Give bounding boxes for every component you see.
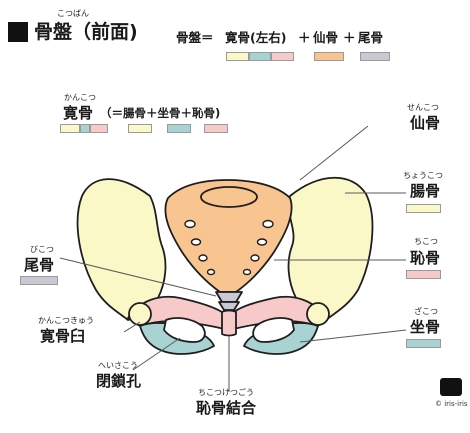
hip-bone-ruby: かんこつ <box>64 93 96 102</box>
formula-plus-2: ＋ <box>343 30 356 45</box>
detail-swatch-pubis <box>204 124 228 133</box>
right-obturator-foramen <box>252 317 295 343</box>
pubis-label: 恥骨 <box>410 249 441 267</box>
right-acetabulum <box>306 302 330 326</box>
ischium-label: 坐骨 <box>410 318 441 336</box>
obturator-label: 閉鎖孔 <box>96 372 142 390</box>
pubic-symphysis <box>221 309 237 337</box>
hip-swatch-ischium <box>80 124 90 133</box>
hip-bone-label: 寛骨 <box>63 104 94 122</box>
swatch-pubis <box>271 52 294 61</box>
hip-bone-detail: （＝腸骨＋坐骨＋恥骨) <box>100 106 221 120</box>
sacrum-ruby: せんこつ <box>407 103 439 112</box>
symphysis-ruby: ちこつけつごう <box>198 388 254 397</box>
acetabulum-ruby: かんこつきゅう <box>38 316 94 325</box>
coccyx <box>215 291 243 303</box>
detail-swatch-ischium <box>167 124 191 133</box>
symphysis-label: 恥骨結合 <box>196 399 257 417</box>
ischium-swatch <box>406 339 441 348</box>
ilium-swatch <box>406 204 441 213</box>
coccyx-label: 尾骨 <box>24 256 55 274</box>
title-ruby: こつばん <box>57 9 89 18</box>
hip-swatch-pubis <box>90 124 108 133</box>
swatch-ischium <box>249 52 271 61</box>
obturator-ruby: へいさこう <box>98 361 138 370</box>
formula-lhs: 骨盤 <box>176 30 202 45</box>
formula-coccyx: 尾骨 <box>358 30 384 45</box>
formula-plus-1: ＋ <box>298 30 311 45</box>
pubis-ruby: ちこつ <box>414 237 438 246</box>
ilium-label: 腸骨 <box>410 182 441 200</box>
left-ilium <box>76 178 167 321</box>
sacrum-label: 仙骨 <box>410 114 441 132</box>
ischium-ruby: ざこつ <box>414 307 438 316</box>
pubis-swatch <box>406 270 441 279</box>
acetabulum-label: 寛骨臼 <box>40 327 86 345</box>
sacrum <box>164 179 293 293</box>
formula-sacrum: 仙骨 <box>313 30 339 45</box>
detail-swatch-ilium <box>128 124 152 133</box>
hip-swatch-ilium <box>60 124 80 133</box>
swatch-coccyx <box>360 52 390 61</box>
credit-text: © iris-iris <box>435 400 468 408</box>
coccyx-ruby: びこつ <box>30 245 54 254</box>
coccyx-swatch <box>20 276 58 285</box>
left-acetabulum <box>128 302 152 326</box>
swatch-ilium <box>226 52 249 61</box>
title-marker <box>8 22 28 42</box>
formula-hip-bone: 寛骨(左右) <box>225 30 287 45</box>
formula-equals: ＝ <box>201 30 214 45</box>
page-title: 骨盤（前面) <box>34 21 138 43</box>
logo-icon <box>440 378 462 396</box>
left-obturator-foramen <box>163 317 206 343</box>
ilium-ruby: ちょうこつ <box>403 171 443 180</box>
swatch-sacrum <box>314 52 344 61</box>
